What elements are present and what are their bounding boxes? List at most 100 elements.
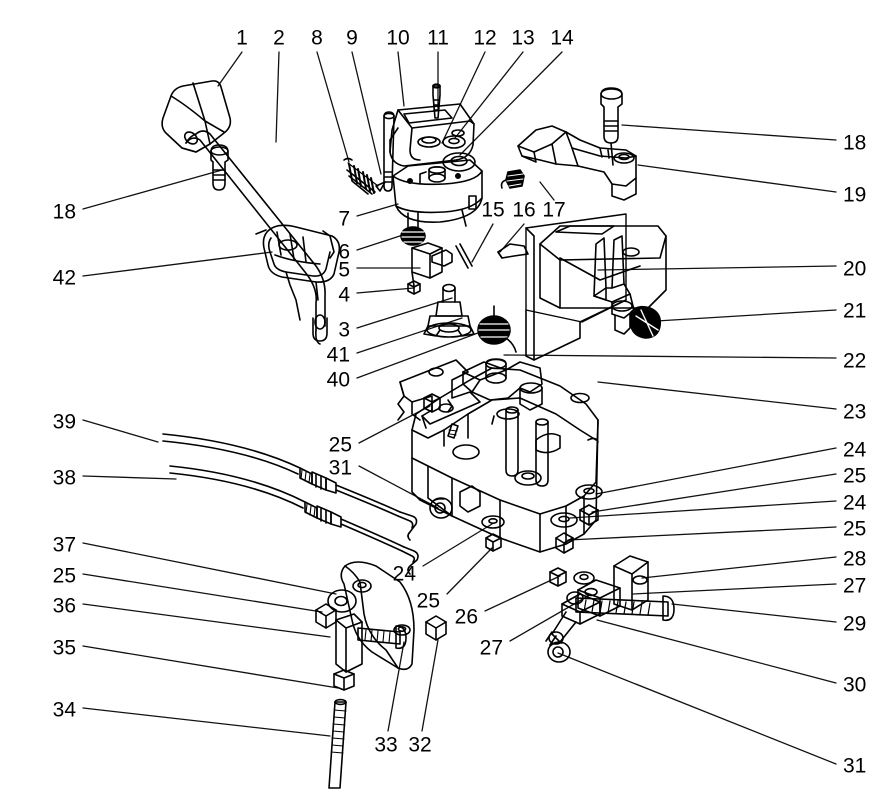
callout-number-24-45: 24 bbox=[392, 562, 416, 586]
leader-line-25-16 bbox=[591, 473, 837, 513]
leader-line-38-27 bbox=[82, 475, 177, 480]
part-jam-nut bbox=[333, 669, 355, 691]
part-clip bbox=[497, 243, 529, 259]
leader-line-14-8 bbox=[459, 51, 563, 156]
callout-number-28-19: 28 bbox=[843, 547, 867, 571]
leader-line-32-50 bbox=[421, 639, 439, 732]
callout-number-41-38: 41 bbox=[326, 343, 350, 367]
part-washer-nut-stack-b bbox=[550, 512, 578, 554]
callout-number-22-13: 22 bbox=[843, 349, 867, 373]
leader-line-9-3 bbox=[351, 51, 382, 175]
callout-number-6-34: 6 bbox=[338, 240, 350, 264]
part-detent-spring bbox=[343, 157, 386, 195]
part-housing-cover bbox=[392, 159, 483, 227]
callout-number-23-14: 23 bbox=[843, 400, 867, 424]
leader-line-33-49 bbox=[387, 641, 405, 732]
leader-line-17-42 bbox=[539, 181, 555, 201]
part-support-plate bbox=[525, 213, 627, 361]
part-screw bbox=[432, 83, 441, 119]
leader-line-19-10 bbox=[637, 164, 837, 193]
part-switch-bracket bbox=[411, 242, 453, 287]
callout-number-4-36: 4 bbox=[338, 283, 350, 307]
callout-number-27-48: 27 bbox=[479, 636, 503, 660]
callout-number-25-29: 25 bbox=[52, 564, 76, 588]
callout-number-15-40: 15 bbox=[481, 198, 505, 222]
callout-number-35-31: 35 bbox=[52, 636, 76, 660]
leader-line-20-11 bbox=[597, 265, 837, 271]
part-rubber-grommet bbox=[630, 305, 662, 339]
part-lever-boot-retainer bbox=[255, 224, 341, 321]
callout-number-14-8: 14 bbox=[550, 26, 574, 50]
callout-number-16-41: 16 bbox=[512, 198, 536, 222]
callout-number-32-50: 32 bbox=[408, 733, 432, 757]
part-shift-lever bbox=[183, 130, 328, 345]
part-detent-pin bbox=[423, 283, 475, 338]
leader-line-24-45 bbox=[422, 523, 493, 567]
part-misc-hardware bbox=[423, 393, 459, 439]
leader-line-23-14 bbox=[597, 381, 837, 410]
callout-number-2-1: 2 bbox=[273, 26, 285, 50]
part-shoulder-bolt-right bbox=[600, 87, 623, 166]
part-washer-nut-stack-c bbox=[481, 515, 505, 552]
leader-line-3-37 bbox=[356, 297, 453, 329]
callout-number-11-5: 11 bbox=[427, 26, 449, 50]
leader-line-18-24 bbox=[82, 169, 223, 210]
leader-line-24-15 bbox=[595, 447, 837, 495]
artwork-group bbox=[161, 80, 675, 789]
leader-line-7-33 bbox=[356, 203, 399, 217]
leader-line-13-7 bbox=[454, 51, 524, 139]
callout-number-8-2: 8 bbox=[311, 26, 323, 50]
leader-line-26-47 bbox=[484, 575, 561, 612]
callout-number-3-37: 3 bbox=[338, 318, 350, 342]
part-small-washers-clevis bbox=[549, 567, 595, 605]
callout-number-18-24: 18 bbox=[52, 200, 76, 224]
leader-line-25-29 bbox=[82, 573, 323, 613]
callout-number-5-35: 5 bbox=[338, 258, 350, 282]
leader-line-12-6 bbox=[441, 51, 486, 144]
part-mounting-bracket bbox=[539, 225, 667, 335]
leader-line-35-31 bbox=[82, 645, 339, 689]
part-coil-spring bbox=[477, 305, 517, 353]
callout-number-34-32: 34 bbox=[52, 698, 76, 722]
part-compression-spring bbox=[400, 212, 426, 246]
leader-line-27-20 bbox=[632, 583, 837, 595]
callout-number-13-7: 13 bbox=[511, 26, 535, 50]
callout-number-18-9: 18 bbox=[843, 131, 867, 155]
callout-number-25-18: 25 bbox=[843, 517, 867, 541]
callout-number-25-16: 25 bbox=[843, 464, 867, 488]
callout-number-10-4: 10 bbox=[386, 26, 410, 50]
part-small-washer bbox=[442, 135, 466, 149]
callout-number-29-21: 29 bbox=[843, 612, 867, 636]
callout-number-25-43: 25 bbox=[328, 433, 352, 457]
callout-number-39-26: 39 bbox=[52, 410, 76, 434]
leader-line-25-46 bbox=[446, 547, 493, 595]
callout-number-31-23: 31 bbox=[843, 754, 867, 778]
part-control-cable-lower bbox=[169, 465, 419, 575]
part-sleeve bbox=[335, 613, 407, 673]
leader-line-2-1 bbox=[275, 51, 280, 143]
leader-line-36-30 bbox=[82, 603, 331, 638]
callout-number-26-47: 26 bbox=[454, 605, 478, 629]
leader-line-24-17 bbox=[569, 500, 837, 519]
leader-line-22-13 bbox=[503, 354, 837, 359]
leader-line-39-26 bbox=[82, 419, 159, 443]
part-small-nut bbox=[407, 280, 421, 295]
leader-line-31-23 bbox=[557, 652, 837, 765]
leader-line-25-18 bbox=[567, 526, 837, 541]
callout-number-7-33: 7 bbox=[338, 207, 350, 231]
leader-line-21-12 bbox=[639, 309, 837, 323]
part-washer-nut-stack-a bbox=[575, 484, 603, 526]
callout-number-33-49: 33 bbox=[374, 733, 398, 757]
callout-number-17-42: 17 bbox=[542, 198, 566, 222]
leader-line-15-40 bbox=[471, 223, 494, 263]
callout-number-19-10: 19 bbox=[843, 183, 867, 207]
callout-number-40-39: 40 bbox=[326, 368, 350, 392]
callout-number-30-22: 30 bbox=[843, 673, 867, 697]
callout-number-42-25: 42 bbox=[52, 266, 76, 290]
part-shoulder-bolt-left bbox=[210, 144, 229, 191]
part-hex-nut-right bbox=[425, 615, 447, 641]
leader-line-40-39 bbox=[356, 329, 487, 379]
leader-line-42-25 bbox=[82, 251, 273, 277]
